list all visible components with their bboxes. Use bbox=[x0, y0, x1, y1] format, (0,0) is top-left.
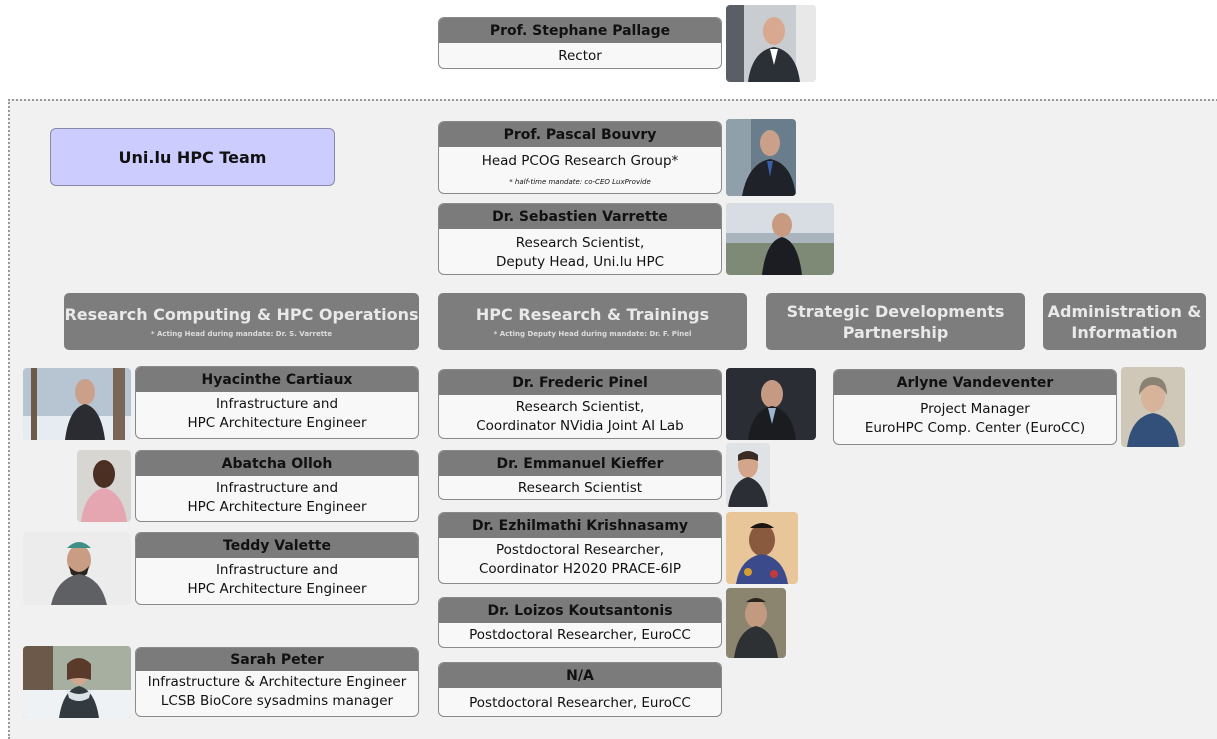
staff-name: Sarah Peter bbox=[136, 648, 418, 671]
staff-role-line1: Infrastructure and bbox=[215, 396, 339, 412]
staff-name: Dr. Loizos Koutsantonis bbox=[439, 598, 721, 623]
staff-name: Arlyne Vandeventer bbox=[834, 370, 1116, 395]
rector-name: Prof. Stephane Pallage bbox=[439, 18, 721, 43]
photo-cartiaux bbox=[23, 368, 131, 440]
header-research-computing: Research Computing & HPC Operations * Ac… bbox=[64, 293, 419, 350]
staff-role-line2: HPC Architecture Engineer bbox=[187, 581, 367, 597]
header-strategic-developments: Strategic Developments Partnership bbox=[766, 293, 1025, 350]
head-card: Prof. Pascal Bouvry Head PCOG Research G… bbox=[438, 121, 722, 194]
staff-name: Dr. Ezhilmathi Krishnasamy bbox=[439, 513, 721, 538]
staff-card-olloh: Abatcha Olloh Infrastructure and HPC Arc… bbox=[135, 450, 419, 522]
staff-name: Hyacinthe Cartiaux bbox=[136, 367, 418, 392]
photo-olloh bbox=[77, 450, 131, 522]
staff-role-line1: Postdoctoral Researcher, bbox=[496, 542, 664, 558]
staff-name: Dr. Frederic Pinel bbox=[439, 370, 721, 395]
staff-card-kieffer: Dr. Emmanuel Kieffer Research Scientist bbox=[438, 450, 722, 500]
head-name: Prof. Pascal Bouvry bbox=[439, 122, 721, 147]
rector-role: Rector bbox=[558, 48, 602, 64]
staff-role-line1: Infrastructure and bbox=[215, 480, 339, 496]
staff-card-valette: Teddy Valette Infrastructure and HPC Arc… bbox=[135, 532, 419, 605]
deputy-name: Dr. Sebastien Varrette bbox=[439, 204, 721, 229]
photo-krishnasamy bbox=[726, 512, 798, 584]
head-note: * half-time mandate: co-CEO LuxProvide bbox=[509, 178, 651, 186]
photo-valette bbox=[23, 532, 131, 605]
staff-card-cartiaux: Hyacinthe Cartiaux Infrastructure and HP… bbox=[135, 366, 419, 439]
photo-kieffer bbox=[726, 443, 770, 507]
header-rt-title: HPC Research & Trainings bbox=[475, 305, 710, 324]
header-sd-title1: Strategic Developments bbox=[786, 301, 1005, 321]
staff-role-line1: Research Scientist bbox=[517, 480, 643, 496]
team-title: Uni.lu HPC Team bbox=[50, 128, 335, 186]
staff-role-line2: LCSB BioCore sysadmins manager bbox=[160, 693, 394, 709]
deputy-photo bbox=[726, 203, 834, 275]
staff-role-line1: Postdoctoral Researcher, EuroCC bbox=[469, 627, 691, 643]
deputy-card: Dr. Sebastien Varrette Research Scientis… bbox=[438, 203, 722, 275]
header-ad-title2: Information bbox=[1071, 322, 1178, 342]
staff-role-line1: Postdoctoral Researcher, EuroCC bbox=[469, 695, 691, 711]
staff-name: Dr. Emmanuel Kieffer bbox=[439, 451, 721, 476]
staff-card-krishnasamy: Dr. Ezhilmathi Krishnasamy Postdoctoral … bbox=[438, 512, 722, 584]
header-rc-note: * Acting Head during mandate: Dr. S. Var… bbox=[150, 330, 333, 338]
header-rc-title: Research Computing & HPC Operations bbox=[64, 305, 419, 324]
head-role: Head PCOG Research Group* bbox=[481, 153, 679, 169]
photo-peter bbox=[23, 646, 131, 718]
header-research-trainings: HPC Research & Trainings * Acting Deputy… bbox=[438, 293, 747, 350]
staff-name: N/A bbox=[439, 663, 721, 688]
staff-role-line1: Infrastructure and bbox=[215, 562, 339, 578]
staff-role-line1: Research Scientist, bbox=[515, 399, 645, 415]
staff-role-line2: Coordinator NVidia Joint AI Lab bbox=[476, 418, 684, 434]
header-administration: Administration & Information bbox=[1043, 293, 1206, 350]
staff-role-line2: HPC Architecture Engineer bbox=[187, 499, 367, 515]
photo-pinel bbox=[726, 368, 816, 440]
header-sd-title2: Partnership bbox=[842, 322, 949, 342]
staff-role-line1: Infrastructure & Architecture Engineer bbox=[147, 674, 407, 690]
rector-photo bbox=[726, 5, 816, 82]
deputy-role-line2: Deputy Head, Uni.lu HPC bbox=[495, 254, 665, 270]
staff-card-na: N/A Postdoctoral Researcher, EuroCC bbox=[438, 662, 722, 717]
staff-name: Abatcha Olloh bbox=[136, 451, 418, 476]
head-photo bbox=[726, 119, 796, 196]
rector-card: Prof. Stephane Pallage Rector bbox=[438, 17, 722, 69]
deputy-role-line1: Research Scientist, bbox=[515, 235, 645, 251]
staff-card-koutsantonis: Dr. Loizos Koutsantonis Postdoctoral Res… bbox=[438, 597, 722, 648]
header-ad-title1: Administration & bbox=[1047, 301, 1202, 321]
staff-card-peter: Sarah Peter Infrastructure & Architectur… bbox=[135, 647, 419, 717]
photo-vandeventer bbox=[1121, 367, 1185, 447]
staff-role-line1: Project Manager bbox=[920, 401, 1030, 417]
photo-koutsantonis bbox=[726, 588, 786, 658]
staff-card-pinel: Dr. Frederic Pinel Research Scientist, C… bbox=[438, 369, 722, 439]
staff-role-line2: Coordinator H2020 PRACE-6IP bbox=[478, 561, 682, 577]
staff-name: Teddy Valette bbox=[136, 533, 418, 558]
staff-role-line2: HPC Architecture Engineer bbox=[187, 415, 367, 431]
staff-card-vandeventer: Arlyne Vandeventer Project Manager EuroH… bbox=[833, 369, 1117, 445]
staff-role-line2: EuroHPC Comp. Center (EuroCC) bbox=[864, 420, 1086, 436]
header-rt-note: * Acting Deputy Head during mandate: Dr.… bbox=[493, 330, 692, 338]
